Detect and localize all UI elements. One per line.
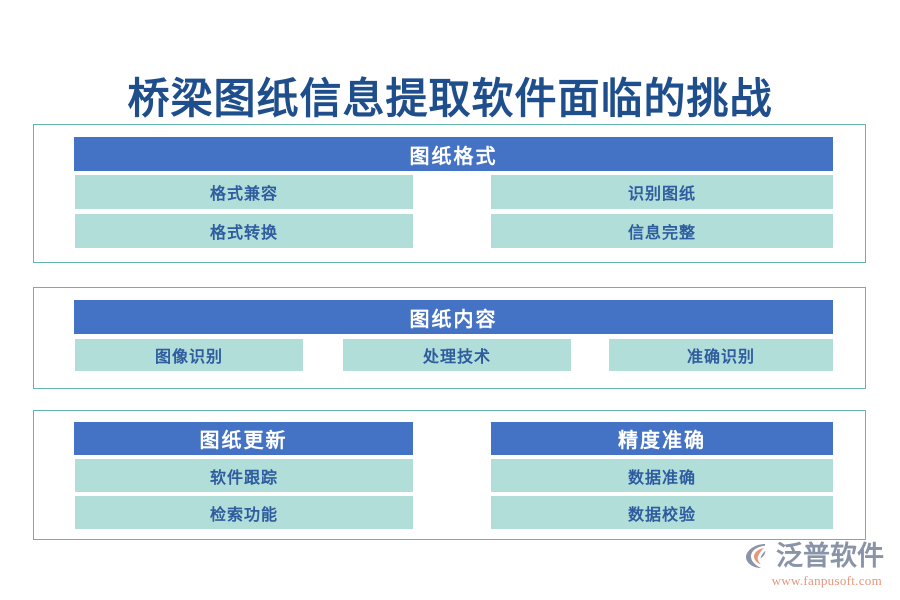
section-header-drawing-format: 图纸格式 bbox=[74, 137, 833, 171]
section-update-accuracy: 图纸更新 软件跟踪 检索功能 精度准确 数据准确 数据校验 bbox=[33, 410, 866, 540]
item-search-function[interactable]: 检索功能 bbox=[75, 496, 413, 529]
page-title: 桥梁图纸信息提取软件面临的挑战 bbox=[127, 77, 773, 123]
item-data-validation[interactable]: 数据校验 bbox=[491, 496, 833, 529]
logo-company-name: 泛普软件 bbox=[776, 541, 884, 571]
fanpu-swoosh-icon bbox=[742, 541, 772, 571]
item-accurate-recognition[interactable]: 准确识别 bbox=[609, 339, 833, 371]
company-logo: 泛普软件 www.fanpusoft.com bbox=[714, 540, 884, 592]
section-drawing-format: 图纸格式 格式兼容 识别图纸 格式转换 信息完整 bbox=[33, 124, 866, 263]
logo-row: 泛普软件 bbox=[714, 540, 884, 572]
section-header-drawing-update: 图纸更新 bbox=[74, 422, 413, 455]
item-information-integrity[interactable]: 信息完整 bbox=[491, 214, 833, 248]
item-format-conversion[interactable]: 格式转换 bbox=[75, 214, 413, 248]
item-data-accuracy[interactable]: 数据准确 bbox=[491, 459, 833, 492]
section-drawing-content: 图纸内容 图像识别 处理技术 准确识别 bbox=[33, 287, 866, 389]
item-processing-technology[interactable]: 处理技术 bbox=[343, 339, 571, 371]
item-format-compatibility[interactable]: 格式兼容 bbox=[75, 175, 413, 209]
logo-website-url: www.fanpusoft.com bbox=[771, 573, 882, 588]
item-recognize-drawing[interactable]: 识别图纸 bbox=[491, 175, 833, 209]
section-header-precision-accuracy: 精度准确 bbox=[491, 422, 833, 455]
item-image-recognition[interactable]: 图像识别 bbox=[75, 339, 303, 371]
section-header-drawing-content: 图纸内容 bbox=[74, 300, 833, 334]
item-software-tracking[interactable]: 软件跟踪 bbox=[75, 459, 413, 492]
